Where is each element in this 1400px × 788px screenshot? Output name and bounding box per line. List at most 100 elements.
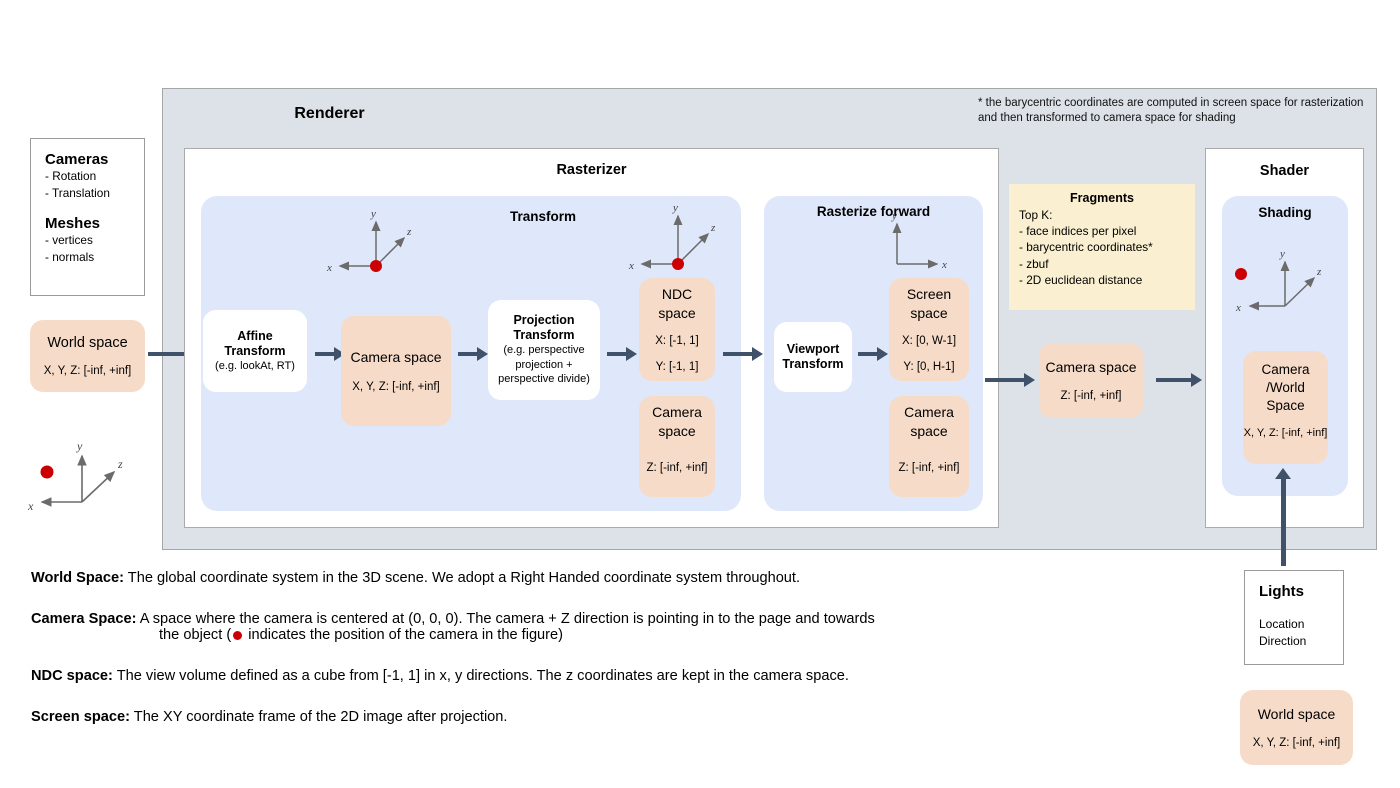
legend-world-space-label: World Space:	[31, 570, 124, 586]
legend-row-ndc: NDC space: The view volume defined as a …	[31, 668, 1151, 684]
svg-text:x: x	[27, 499, 34, 513]
arrow-camera-space-to-shader	[1156, 373, 1202, 387]
screen-space-label-line1: Screen	[906, 286, 952, 302]
barycentric-footnote: * the barycentric coordinates are comput…	[978, 97, 1364, 124]
camera-space-range-2: Z: [-inf, +inf]	[646, 462, 708, 474]
fragments-item-zbuf: - zbuf	[1019, 256, 1049, 271]
arrow-projection-to-ndc	[607, 347, 637, 361]
legend-screen-text: The XY coordinate frame of the 2D image …	[129, 709, 508, 725]
screen-space-box: Screen space X: [0, W-1] Y: [0, H-1]	[889, 278, 969, 381]
camera-space-label-1: Camera space	[350, 348, 442, 365]
arrow-rasterizer-to-camera-space	[985, 373, 1035, 387]
cameras-heading: Cameras	[45, 151, 109, 168]
projection-note-line2: projection +	[515, 358, 573, 371]
arrow-transform-to-rasterize	[723, 347, 763, 361]
camera-space-label-3-line1: Camera	[904, 404, 954, 420]
screen-space-label-line2: space	[910, 305, 948, 321]
world-space-label: World space	[47, 334, 128, 351]
arrow-viewport-to-screen	[858, 347, 888, 361]
legend-camera-space-text: A space where the camera is centered at …	[136, 611, 875, 627]
fragments-list: Top K: - face indices per pixel - baryce…	[1019, 207, 1185, 288]
viewport-title-line1: Viewport	[786, 342, 840, 356]
cameras-meshes-info-box: Cameras - Rotation - Translation Meshes …	[30, 138, 145, 296]
legend-screen-label: Screen space:	[31, 709, 130, 725]
renderer-title-text: Renderer	[294, 105, 365, 122]
camera-space-range-3: Z: [-inf, +inf]	[898, 462, 960, 474]
transform-title-text: Transform	[509, 209, 577, 224]
cameras-item-rotation: - Rotation	[45, 169, 97, 183]
legend-ndc-text: The view volume defined as a cube from […	[112, 668, 849, 684]
legend-world-space-text: The global coordinate system in the 3D s…	[124, 570, 801, 586]
camera-space-label-2-line1: Camera	[652, 404, 702, 420]
viewport-title-line2: Transform	[782, 357, 844, 371]
world-space-axis-widget: y x z	[20, 424, 145, 524]
shading-title: Shading	[1258, 205, 1312, 220]
legend-row-world-space: World Space: The global coordinate syste…	[31, 570, 1151, 586]
projection-note-line1: (e.g. perspective	[503, 344, 585, 357]
camera-space-range-1: X, Y, Z: [-inf, +inf]	[352, 380, 440, 393]
ndc-label-line1: NDC	[661, 286, 693, 302]
camera-world-space-box: Camera /World Space X, Y, Z: [-inf, +inf…	[1243, 351, 1328, 464]
svg-text:z: z	[117, 457, 123, 471]
camera-world-range: X, Y, Z: [-inf, +inf]	[1243, 427, 1328, 439]
ndc-range-y: Y: [-1, 1]	[655, 361, 699, 373]
transform-title: Transform	[201, 209, 741, 224]
projection-note-line3: perspective divide)	[498, 373, 590, 386]
projection-title-line1: Projection	[513, 313, 575, 328]
legend-row-camera-space: Camera Space: A space where the camera i…	[31, 611, 1151, 643]
legend-ndc-label: NDC space:	[31, 668, 113, 684]
lights-world-space-label: World space	[1257, 705, 1336, 722]
screen-space-range-y: Y: [0, H-1]	[903, 361, 955, 373]
fragments-item-topk: Top K:	[1019, 208, 1053, 222]
camera-world-label-line2: /World	[1266, 380, 1305, 395]
middle-camera-space-label: Camera space	[1045, 358, 1137, 375]
middle-camera-space-range: Z: [-inf, +inf]	[1060, 389, 1122, 402]
renderer-title: Renderer	[162, 105, 1377, 123]
svg-text:y: y	[76, 439, 83, 453]
ndc-range-x: X: [-1, 1]	[655, 335, 699, 347]
affine-note: (e.g. lookAt, RT)	[215, 359, 295, 372]
lights-item-location: Location	[1259, 617, 1305, 631]
camera-world-label-line1: Camera	[1261, 362, 1310, 377]
meshes-item-vertices: - vertices	[45, 233, 93, 247]
projection-title-line2: Transform	[513, 328, 575, 343]
lights-item-direction: Direction	[1259, 634, 1307, 648]
lights-world-space-range: X, Y, Z: [-inf, +inf]	[1252, 736, 1341, 749]
camera-space-box-2: Camera space Z: [-inf, +inf]	[639, 396, 715, 497]
arrow-affine-to-camera	[315, 347, 345, 361]
meshes-heading: Meshes	[45, 215, 101, 232]
middle-camera-space-box: Camera space Z: [-inf, +inf]	[1039, 343, 1143, 418]
spacer	[45, 202, 144, 215]
legend-camera-space-text2-pre: the object (	[159, 627, 232, 643]
legend-camera-space-label: Camera Space:	[31, 611, 137, 627]
world-space-range: X, Y, Z: [-inf, +inf]	[43, 364, 132, 377]
affine-title-line1: Affine	[237, 328, 273, 343]
world-space-box: World space X, Y, Z: [-inf, +inf]	[30, 320, 145, 392]
projection-transform-box: Projection Transform (e.g. perspective p…	[488, 300, 600, 400]
fragments-title: Fragments	[1070, 191, 1134, 205]
affine-title-line2: Transform	[224, 343, 286, 358]
fragments-item-face-indices: - face indices per pixel	[1019, 224, 1137, 239]
camera-dot-icon	[233, 630, 243, 640]
spacer	[1259, 600, 1343, 616]
fragments-box: Fragments Top K: - face indices per pixe…	[1009, 184, 1195, 310]
viewport-transform-box: Viewport Transform	[774, 322, 852, 392]
camera-space-box-1: Camera space X, Y, Z: [-inf, +inf]	[341, 316, 451, 426]
ndc-label-line2: space	[658, 305, 696, 321]
camera-world-label-line3: Space	[1266, 398, 1305, 413]
lights-info-box: Lights Location Direction	[1244, 570, 1344, 665]
legend-section: World Space: The global coordinate syste…	[31, 570, 1151, 750]
arrow-camera-to-projection	[458, 347, 488, 361]
cameras-item-translation: - Translation	[45, 186, 110, 200]
meshes-item-normals: - normals	[45, 250, 95, 264]
affine-transform-box: Affine Transform (e.g. lookAt, RT)	[203, 310, 307, 392]
rasterizer-title: Rasterizer	[556, 162, 627, 178]
legend-camera-space-text2: the object ( indicates the position of t…	[31, 627, 1151, 643]
lights-heading: Lights	[1259, 583, 1304, 600]
legend-row-screen: Screen space: The XY coordinate frame of…	[31, 709, 1151, 725]
camera-space-label-2-line2: space	[658, 423, 696, 439]
shader-title: Shader	[1259, 163, 1310, 179]
legend-camera-space-text2-post: indicates the position of the camera in …	[244, 627, 564, 643]
axis-svg: y x z	[27, 439, 123, 513]
screen-space-range-x: X: [0, W-1]	[901, 335, 957, 347]
